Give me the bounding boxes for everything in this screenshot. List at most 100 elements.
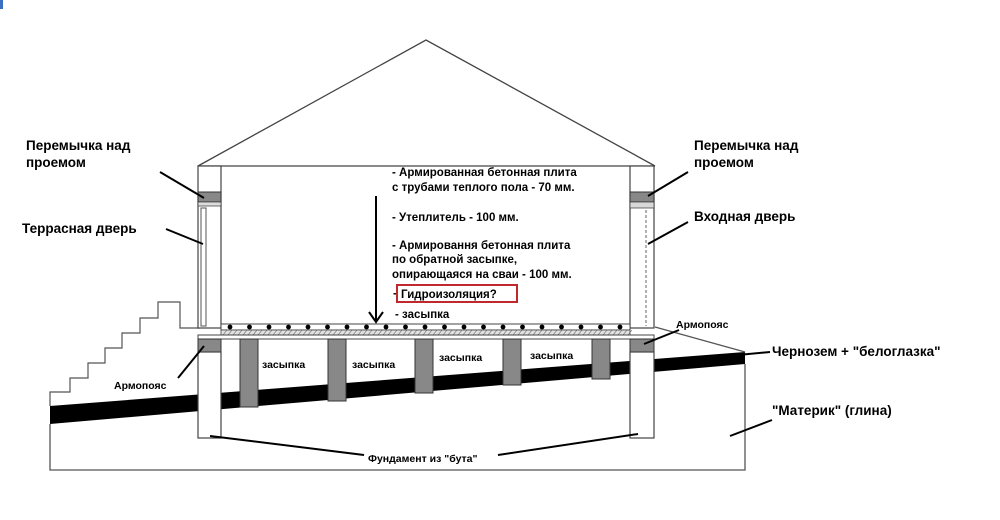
leader-topsoil <box>705 351 771 359</box>
insulation-hatch-line <box>582 329 588 336</box>
insulation-hatch-line <box>552 329 558 336</box>
insulation-hatch-line <box>442 329 448 336</box>
insulation-hatch-line <box>517 329 523 336</box>
right-foundation <box>629 351 655 439</box>
insulation-hatch-line <box>397 329 403 336</box>
corner-mark <box>0 0 3 9</box>
insulation-hatch-line <box>607 329 613 336</box>
leader-foundation-left <box>209 435 365 456</box>
insulation-hatch-line <box>327 329 333 336</box>
insulation-hatch-line <box>522 329 528 336</box>
insulation-hatch-line <box>557 329 563 336</box>
heating-pipes <box>227 324 623 330</box>
insulation-hatch-line <box>297 329 303 336</box>
insulation-hatch-line <box>282 329 288 336</box>
left-stairs <box>49 301 200 406</box>
insulation-hatch-line <box>567 329 573 336</box>
heating-pipe <box>598 324 603 330</box>
insulation-hatch-line <box>342 329 348 336</box>
insulation-hatch-line <box>387 329 393 336</box>
heating-pipe <box>520 324 525 330</box>
heating-pipe <box>617 324 623 330</box>
insulation-hatch-line <box>247 329 253 336</box>
leader-terrace-door <box>165 228 204 245</box>
roof <box>197 39 656 167</box>
backfill-cell: засыпка <box>262 359 305 371</box>
heating-pipe <box>559 324 564 330</box>
left-wall <box>197 165 222 329</box>
subsoil-outline <box>49 364 746 471</box>
layer-waterproof-dash: - <box>393 288 397 300</box>
layer-base-line2: по обратной засыпке, <box>392 254 517 266</box>
base-slab <box>197 334 655 340</box>
insulation-hatch-line <box>577 329 583 336</box>
insulation-hatch-line <box>312 329 318 336</box>
insulation-hatch-line <box>487 329 493 336</box>
layer-waterproofing: Гидроизоляция? <box>401 289 497 301</box>
leader-armopoyas-right <box>643 329 680 345</box>
terrace-door-frame <box>200 207 207 327</box>
layer-base-line3: опирающаяся на сваи - 100 мм. <box>392 269 572 281</box>
heating-pipe <box>403 324 408 330</box>
insulation-hatch-line <box>447 329 453 336</box>
insulation-hatch-line <box>537 329 543 336</box>
heating-pipe <box>227 324 233 330</box>
label-foundation: Фундамент из "бута" <box>368 453 478 465</box>
insulation-hatch-line <box>527 329 533 336</box>
right-lintel-strip <box>629 201 655 209</box>
heating-pipe <box>442 324 447 330</box>
layer-base-line1: - Армировання бетонная плита <box>392 240 571 252</box>
heating-pipe <box>383 324 389 330</box>
insulation-hatch-line <box>422 329 428 336</box>
insulation-hatch-line <box>292 329 298 336</box>
insulation-hatch-line <box>462 329 468 336</box>
label-entrance-door: Входная дверь <box>694 209 795 224</box>
insulation-hatch-line <box>512 329 518 336</box>
insulation-hatch-line <box>232 329 238 336</box>
insulation-hatch-line <box>542 329 548 336</box>
insulation-hatch-line <box>372 329 378 336</box>
insulation-hatch-line <box>587 329 593 336</box>
insulation-hatch-line <box>417 329 423 336</box>
insulation-hatch-line <box>382 329 388 336</box>
heating-pipe <box>578 324 584 330</box>
insulation-hatch-line <box>322 329 328 336</box>
layer-backfill: - засыпка <box>395 309 450 321</box>
insulation-hatch-line <box>287 329 293 336</box>
insulation-hatch-line <box>362 329 368 336</box>
leader-armopoyas-left <box>177 345 205 379</box>
insulation-hatch-line <box>262 329 268 336</box>
insulation-hatch-line <box>412 329 418 336</box>
heating-pipe <box>422 324 428 330</box>
left-lintel-strip <box>197 201 222 207</box>
leader-lintel-right <box>647 171 689 197</box>
waterproofing-highlight-box <box>396 284 518 303</box>
insulation-hatch-line <box>347 329 353 336</box>
insulation-hatch-line <box>277 329 283 336</box>
insulation-hatch-line <box>402 329 408 336</box>
heating-pipe <box>481 324 486 330</box>
insulation-hatch-line <box>427 329 433 336</box>
heating-pipe <box>266 324 272 330</box>
leader-lines <box>159 171 773 456</box>
pile <box>239 338 259 408</box>
label-lintel-left-line1: Перемычка над <box>26 138 131 153</box>
layers-arrowhead <box>368 311 384 324</box>
insulation-hatch-line <box>622 329 628 336</box>
heating-pipe <box>286 324 291 330</box>
label-armopoyas-right: Армопояс <box>676 319 729 331</box>
insulation-hatch-line <box>352 329 358 336</box>
insulation-hatch-line <box>222 329 228 336</box>
heating-pipe <box>325 324 330 330</box>
heating-pipe <box>305 324 311 330</box>
insulation-hatch-line <box>457 329 463 336</box>
insulation-hatch-line <box>477 329 483 336</box>
insulation-hatch-line <box>592 329 598 336</box>
insulation-hatch-line <box>237 329 243 336</box>
insulation-hatch-line <box>467 329 473 336</box>
insulation-hatch-line <box>367 329 373 336</box>
label-subsoil: "Материк" (глина) <box>772 403 892 418</box>
label-lintel-left-line2: проемом <box>26 155 86 170</box>
insulation-hatch-line <box>617 329 623 336</box>
insulation-hatch-line <box>357 329 363 336</box>
